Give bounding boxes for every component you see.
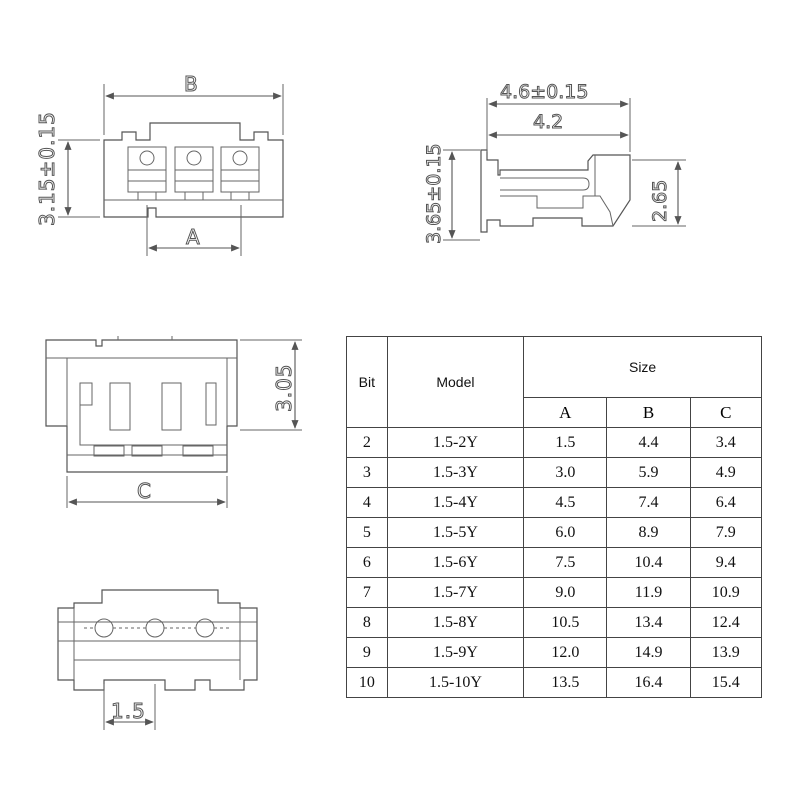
model-cell: 1.5-10Y <box>386 667 525 698</box>
model-cell: 1.5-4Y <box>386 487 525 518</box>
c-cell: 4.9 <box>689 457 763 488</box>
bit-cell: 2 <box>346 427 388 458</box>
bit-cell: 10 <box>346 667 388 698</box>
b-cell: 10.4 <box>606 547 691 578</box>
table-header-row: Bit Model Size <box>346 336 762 428</box>
model-cell: 1.5-5Y <box>386 517 525 548</box>
bottom-view-pitch-label: 1.5 <box>111 699 146 723</box>
side-view <box>443 98 686 241</box>
c-cell: 15.4 <box>689 667 763 698</box>
model-cell: 1.5-7Y <box>386 577 525 608</box>
bit-cell: 4 <box>346 487 388 518</box>
c-cell: 10.9 <box>689 577 763 608</box>
front-view-width-label: C <box>137 479 152 503</box>
size-header: Size <box>523 336 762 398</box>
c-cell: 6.4 <box>689 487 763 518</box>
a-cell: 12.0 <box>523 637 608 668</box>
top-view-pitch-label: A <box>186 225 201 249</box>
b-cell: 11.9 <box>606 577 691 608</box>
a-cell: 1.5 <box>523 427 608 458</box>
a-cell: 4.5 <box>523 487 608 518</box>
side-view-total-length-label: 4.6±0.15 <box>500 81 588 103</box>
side-view-inner-height-label: 2.65 <box>649 180 671 222</box>
front-view <box>45 336 302 508</box>
bottom-view <box>57 589 258 730</box>
b-cell: 4.4 <box>606 427 691 458</box>
a-cell: 6.0 <box>523 517 608 548</box>
col-b-header: B <box>606 397 691 428</box>
front-view-height-label: 3.05 <box>272 363 296 412</box>
b-cell: 14.9 <box>606 637 691 668</box>
c-cell: 12.4 <box>689 607 763 638</box>
b-cell: 13.4 <box>606 607 691 638</box>
model-cell: 1.5-8Y <box>386 607 525 638</box>
a-cell: 9.0 <box>523 577 608 608</box>
b-cell: 7.4 <box>606 487 691 518</box>
col-c-header: C <box>689 397 763 428</box>
model-cell: 1.5-6Y <box>386 547 525 578</box>
c-cell: 13.9 <box>689 637 763 668</box>
a-cell: 13.5 <box>523 667 608 698</box>
bit-cell: 5 <box>346 517 388 548</box>
bit-cell: 9 <box>346 637 388 668</box>
bit-cell: 3 <box>346 457 388 488</box>
b-cell: 8.9 <box>606 517 691 548</box>
c-cell: 9.4 <box>689 547 763 578</box>
table-subheader-row: A B C <box>347 397 763 428</box>
bit-cell: 6 <box>346 547 388 578</box>
c-cell: 3.4 <box>689 427 763 458</box>
model-cell: 1.5-2Y <box>386 427 525 458</box>
a-cell: 7.5 <box>523 547 608 578</box>
model-cell: 1.5-9Y <box>386 637 525 668</box>
side-view-inner-length-label: 4.2 <box>533 111 563 133</box>
col-a-header: A <box>523 397 608 428</box>
bit-cell: 7 <box>346 577 388 608</box>
b-cell: 5.9 <box>606 457 691 488</box>
top-view-width-label: B <box>184 72 199 96</box>
a-cell: 3.0 <box>523 457 608 488</box>
model-cell: 1.5-3Y <box>386 457 525 488</box>
c-cell: 7.9 <box>689 517 763 548</box>
b-cell: 16.4 <box>606 667 691 698</box>
a-cell: 10.5 <box>523 607 608 638</box>
model-header: Model <box>386 336 525 428</box>
bit-cell: 8 <box>346 607 388 638</box>
bit-header: Bit <box>346 336 388 428</box>
side-view-height-label: 3.65±0.15 <box>423 143 445 244</box>
top-view-height-label: 3.15±0.15 <box>35 111 59 226</box>
top-view <box>58 84 284 256</box>
